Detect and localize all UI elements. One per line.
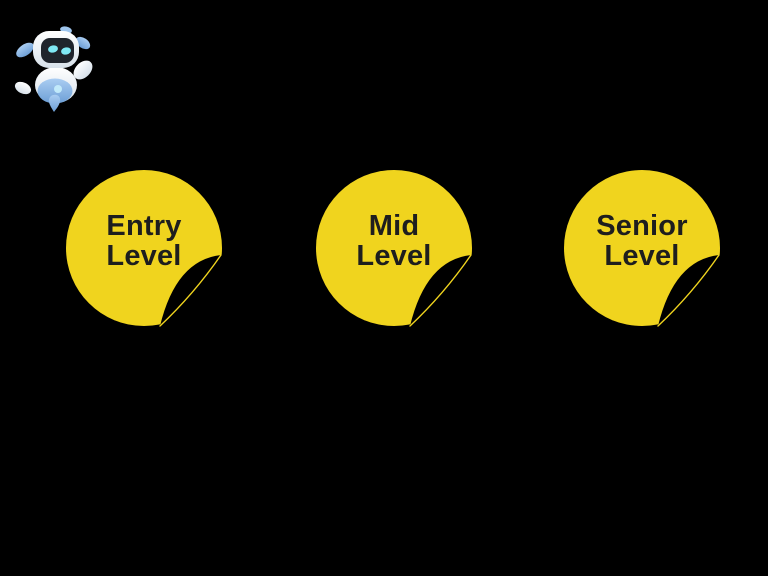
sticker-mid-level: Mid Level xyxy=(316,170,480,332)
sticker-peel-shape xyxy=(564,170,728,332)
robot-eye-right xyxy=(61,47,71,55)
sticker-label-line: Level xyxy=(604,240,680,272)
sticker-label-line: Senior xyxy=(596,209,688,242)
sticker-label-mid-level: Mid Level xyxy=(316,170,472,326)
sticker-label-line: Level xyxy=(356,240,432,272)
robot-belly-light xyxy=(54,85,62,93)
sticker-label-line: Level xyxy=(106,240,182,272)
robot-left-fin xyxy=(16,42,34,58)
sticker-peel-shape xyxy=(66,170,230,332)
robot-mascot-icon xyxy=(14,26,93,112)
sticker-senior-level: Senior Level xyxy=(564,170,728,332)
sticker-label-entry-level: Entry Level xyxy=(66,170,222,326)
robot-bottom-drop xyxy=(48,94,61,112)
sticker-label-senior-level: Senior Level xyxy=(564,170,720,326)
sticker-label-line: Mid xyxy=(368,209,420,242)
robot-eye-left xyxy=(48,45,58,53)
robot-right-fin xyxy=(75,36,91,50)
robot-waving-arm xyxy=(73,60,93,80)
sticker-entry-level: Entry Level xyxy=(66,170,230,332)
robot-left-arm xyxy=(14,81,32,95)
robot-face-screen xyxy=(41,38,74,63)
sticker-peel-shape xyxy=(316,170,480,332)
sticker-label-line: Entry xyxy=(106,209,182,242)
